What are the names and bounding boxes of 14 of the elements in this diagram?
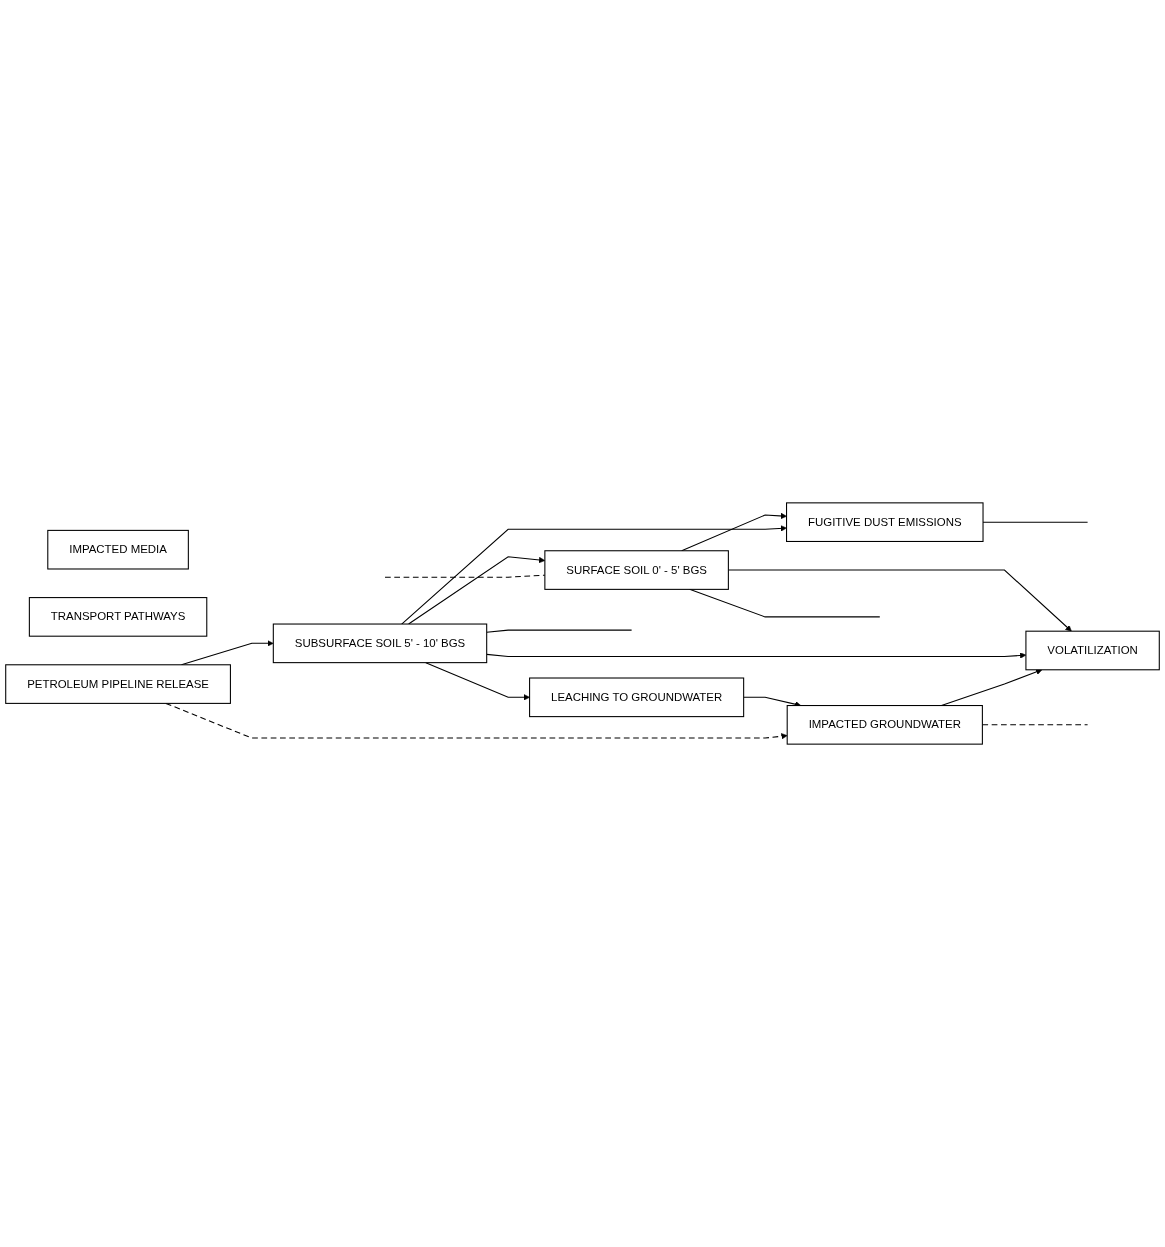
arrow xyxy=(401,525,787,625)
arrow xyxy=(681,512,787,552)
process-box: TRANSPORT PATHWAYS xyxy=(28,597,208,637)
arrow xyxy=(425,662,530,701)
process-box: IMPACTED GROUNDWATER xyxy=(786,705,983,745)
process-box: PETROLEUM PIPELINE RELEASE xyxy=(5,664,231,704)
connector xyxy=(486,629,633,633)
process-box: LEACHING TO GROUNDWATER xyxy=(529,677,745,718)
process-box: SUBSURFACE SOIL 5' - 10' BGS xyxy=(272,623,488,664)
process-box: FUGITIVE DUST EMISSIONS xyxy=(786,502,984,542)
process-box: SURFACE SOIL 0' - 5' BGS xyxy=(544,550,729,590)
process-box: IMPACTED MEDIA xyxy=(47,529,189,570)
process-box: VOLATILIZATION xyxy=(1025,630,1160,671)
arrow xyxy=(165,702,788,740)
